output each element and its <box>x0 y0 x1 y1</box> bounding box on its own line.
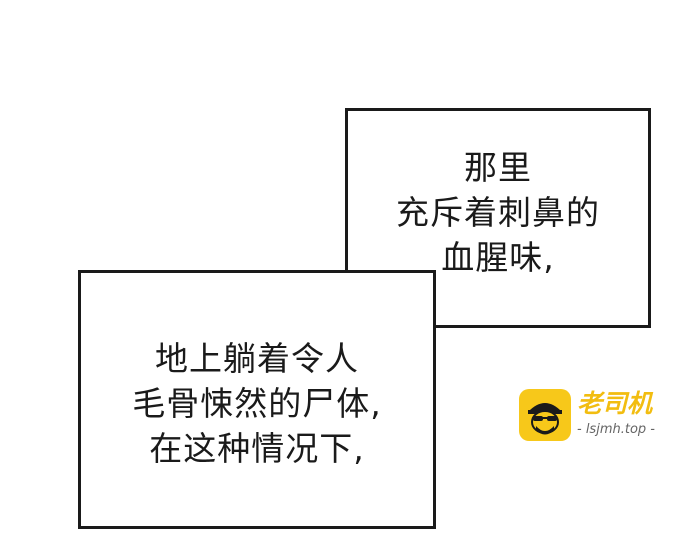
watermark-logo-text: 老司机 <box>577 389 653 418</box>
driver-avatar-icon <box>519 389 571 441</box>
watermark-url: - lsjmh.top - <box>577 422 655 437</box>
narration-line: 血腥味, <box>441 238 555 277</box>
narration-line: 地上躺着令人 <box>155 339 359 378</box>
narration-line: 那里 <box>464 148 532 187</box>
narration-line: 在这种情况下, <box>149 429 365 468</box>
narration-line: 充斥着刺鼻的 <box>396 193 600 232</box>
narration-box-bottom: 地上躺着令人 毛骨悚然的尸体, 在这种情况下, <box>78 270 436 529</box>
narration-text-top: 那里 充斥着刺鼻的 血腥味, <box>348 145 648 280</box>
narration-line: 毛骨悚然的尸体, <box>132 384 382 423</box>
narration-text-bottom: 地上躺着令人 毛骨悚然的尸体, 在这种情况下, <box>81 336 433 471</box>
site-watermark: 老司机 - lsjmh.top - <box>519 388 679 444</box>
